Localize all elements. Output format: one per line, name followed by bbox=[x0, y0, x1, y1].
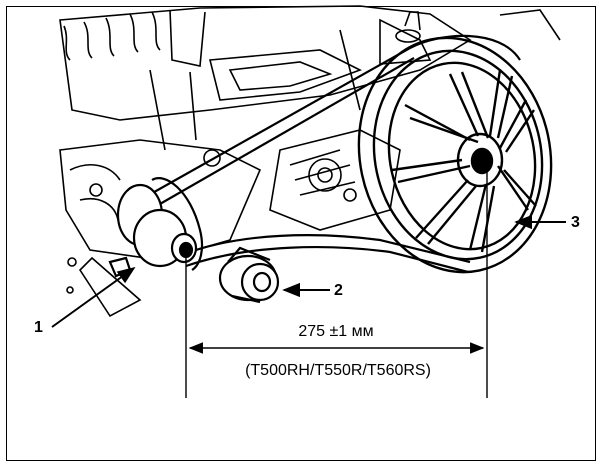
dimension-models: (T500RH/T550R/T560RS) bbox=[245, 362, 431, 379]
dimension-value: 275 ±1 мм bbox=[298, 323, 373, 340]
drive-belt bbox=[139, 34, 521, 274]
drive-pulley bbox=[108, 177, 204, 278]
callout-1-arrow bbox=[51, 266, 136, 328]
tension-roller bbox=[218, 246, 280, 304]
callout-3-label: 3 bbox=[571, 214, 580, 231]
large-pulley bbox=[357, 36, 553, 274]
callout-2-label: 2 bbox=[334, 282, 343, 299]
callout-1-label: 1 bbox=[34, 319, 43, 336]
engine-block bbox=[59, 5, 561, 318]
